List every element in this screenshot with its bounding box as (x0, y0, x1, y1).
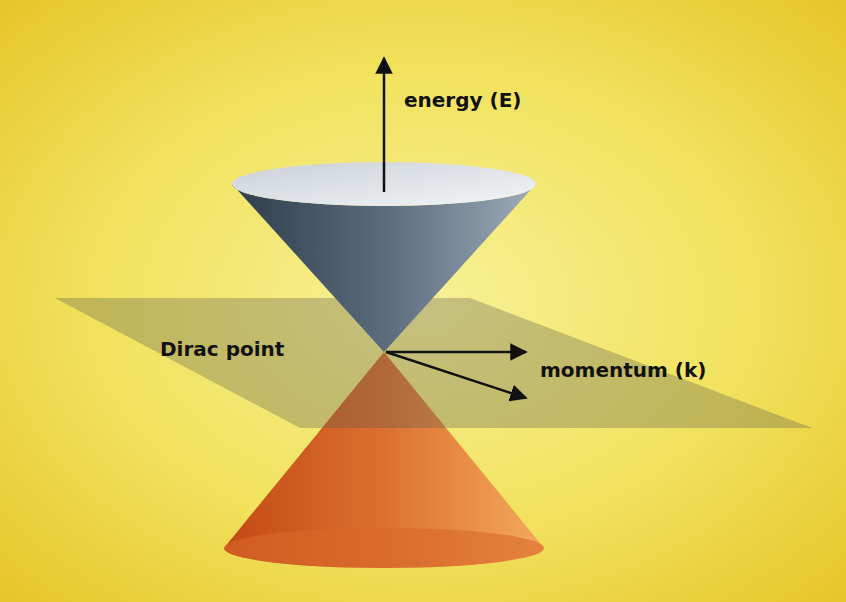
momentum-axis (386, 352, 526, 398)
lower-cone-base (224, 528, 544, 568)
axis-label: momentum (k) (540, 358, 706, 382)
axis-label: energy (E) (404, 88, 522, 112)
momentum-plane (55, 298, 812, 428)
momentum-axis (386, 351, 526, 354)
energy-axis (383, 58, 386, 192)
upper-cone (232, 184, 536, 352)
point-label: Dirac point (160, 337, 284, 361)
